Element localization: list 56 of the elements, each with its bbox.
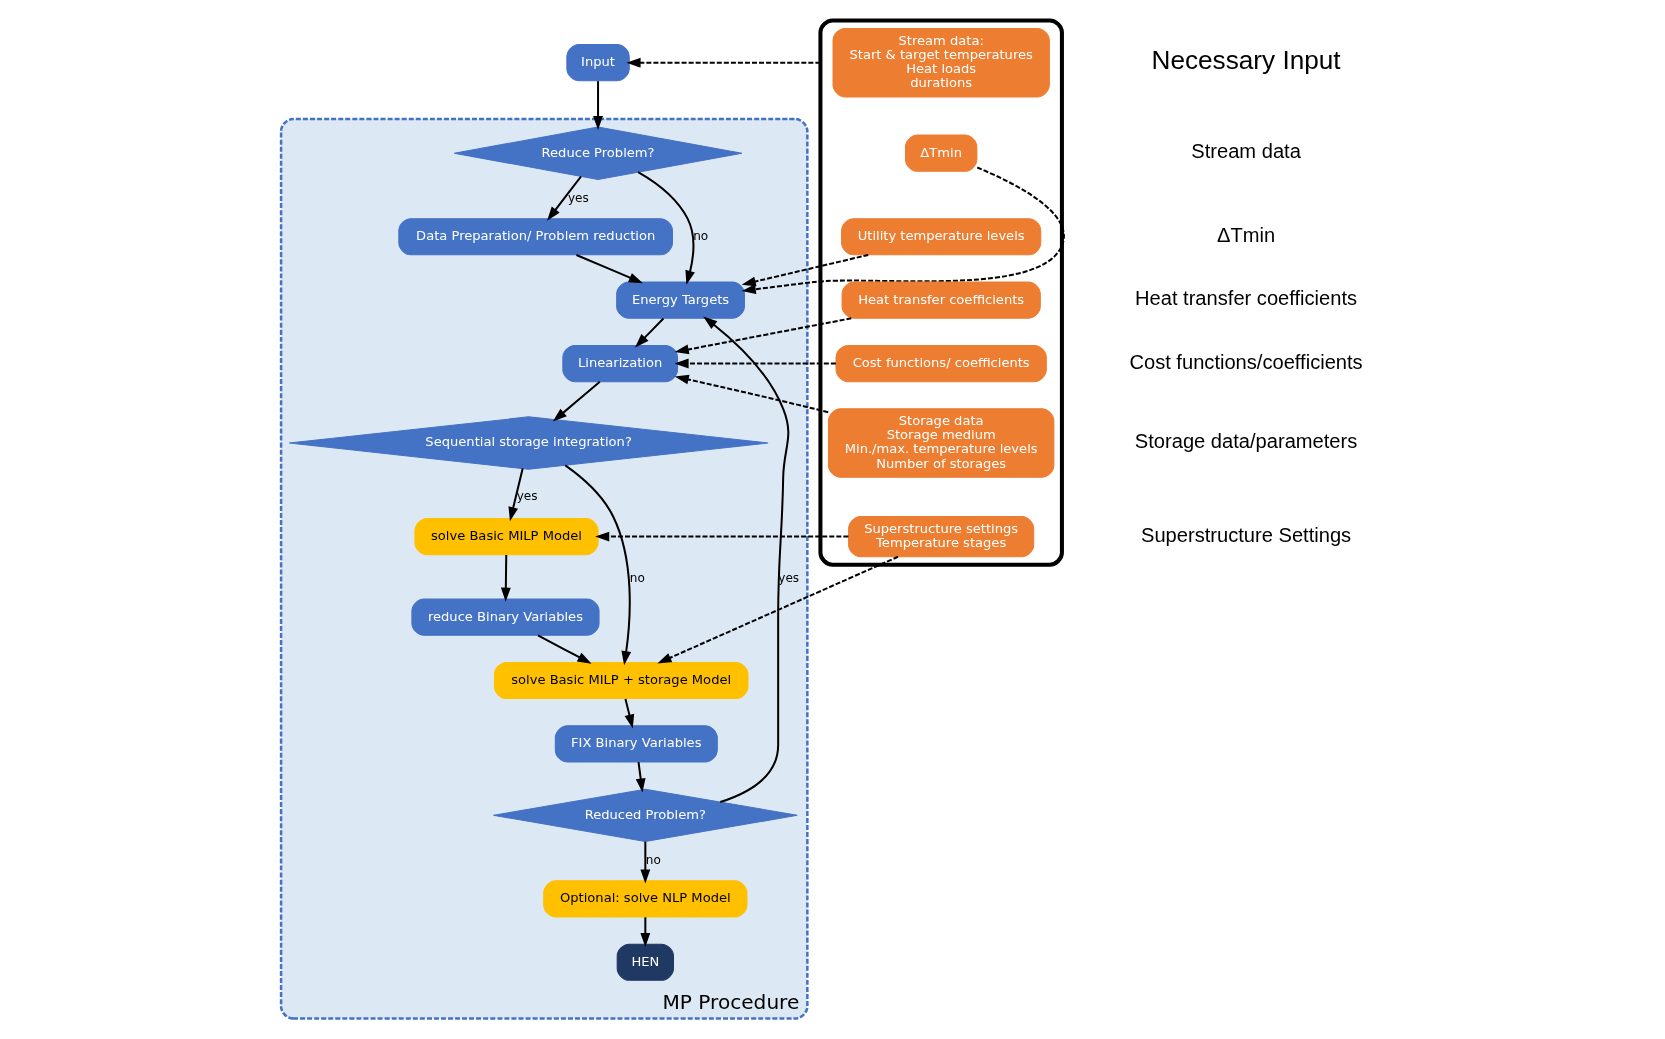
label: Stream data xyxy=(1191,140,1301,163)
label: Necessary Input xyxy=(1151,45,1341,75)
node-diamond: Reduce Problem? xyxy=(453,126,743,180)
node-box: Optional: solve NLP Model xyxy=(543,880,748,918)
cluster xyxy=(818,18,1064,567)
node-box: Linearization xyxy=(562,344,679,383)
arrow xyxy=(703,316,790,804)
edge-label: yes xyxy=(516,488,538,503)
node-box: Utility temperature levels xyxy=(841,218,1042,256)
arrow xyxy=(635,761,646,793)
node-box: Heat transfer coefficients xyxy=(841,281,1041,319)
arrow xyxy=(741,166,1065,295)
node-box: ΔTmin xyxy=(904,134,978,172)
node-diamond: Reduced Problem? xyxy=(492,788,798,842)
arrow xyxy=(564,464,632,666)
node-box: solve Basic MILP Model xyxy=(414,518,599,556)
arrow xyxy=(508,468,524,522)
arrow xyxy=(640,917,651,948)
node-diamond: Sequential storage integration? xyxy=(288,416,769,470)
arrow xyxy=(635,317,665,348)
node-box: Input xyxy=(566,44,630,82)
arrow xyxy=(576,254,643,284)
node-box: Cost functions/ coefficients xyxy=(835,344,1047,383)
node-box: reduce Binary Variables xyxy=(411,598,600,636)
node-box: FIX Binary Variables xyxy=(554,725,718,763)
edge-label: no xyxy=(645,853,661,868)
arrow xyxy=(537,634,592,664)
arrow xyxy=(674,358,836,369)
arrow xyxy=(624,698,635,729)
edge-label: no xyxy=(693,228,709,243)
node-box: Storage data Storage medium Min./max. temperature levels Number of storages xyxy=(827,408,1055,478)
arrow xyxy=(741,253,869,287)
node-box: Data Preparation/ Problem reduction xyxy=(398,218,673,256)
label: Heat transfer coefficients xyxy=(1135,287,1358,310)
node-box: Superstructure settings Temperature stages xyxy=(848,515,1035,558)
label: Storage data/parameters xyxy=(1134,430,1358,453)
arrow xyxy=(547,175,582,221)
arrow xyxy=(674,317,852,355)
node-box: Stream data: Start & target temperatures Heat loads durations xyxy=(832,27,1050,98)
label: ΔTmin xyxy=(1217,223,1276,246)
node-box: Energy Targets xyxy=(616,281,745,319)
arrow xyxy=(637,171,695,285)
label: Superstructure Settings xyxy=(1141,523,1352,546)
arrow xyxy=(626,57,821,68)
arrow xyxy=(552,380,601,422)
edge-label: yes xyxy=(567,191,589,206)
arrow xyxy=(593,81,603,131)
label: Cost functions/coefficients xyxy=(1129,350,1363,373)
arrow xyxy=(657,555,899,664)
node-box: solve Basic MILP + storage Model xyxy=(493,661,749,700)
arrow xyxy=(500,555,511,602)
arrow xyxy=(674,374,829,414)
arrow xyxy=(640,841,651,884)
arrow xyxy=(595,531,849,542)
edge-label: no xyxy=(629,571,645,586)
node-box: HEN xyxy=(616,943,674,981)
